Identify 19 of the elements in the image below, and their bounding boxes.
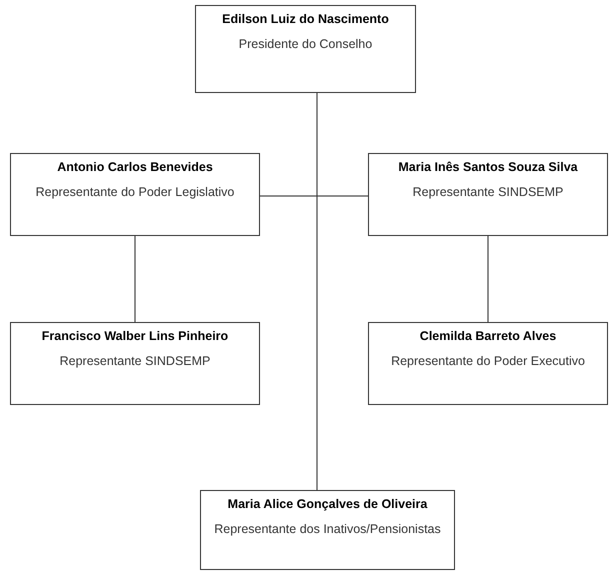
org-box (10, 153, 260, 236)
org-box (195, 5, 416, 93)
person-name: Antonio Carlos Benevides (56, 160, 214, 174)
person-name: Maria Alice Gonçalves de Oliveira (226, 497, 428, 511)
person-name: Clemilda Barreto Alves (418, 329, 558, 343)
org-box (368, 322, 608, 405)
org-box (10, 322, 260, 405)
role-text: Presidente do Conselho (238, 36, 374, 53)
role-text: Representante dos Inativos/Pensionistas (213, 521, 442, 538)
person-name: Edilson Luiz do Nascimento (221, 12, 390, 26)
role-text: Representante do Poder Legislativo (34, 184, 236, 201)
role-text: Representante do Poder Executivo (390, 353, 586, 370)
role-text: Representante SINDSEMP (58, 353, 212, 370)
role-text: Representante SINDSEMP (412, 184, 564, 201)
person-name: Francisco Walber Lins Pinheiro (40, 329, 230, 343)
person-name: Maria Inês Santos Souza Silva (397, 160, 579, 174)
org-box (368, 153, 608, 236)
connector-line (134, 236, 136, 322)
org-box (200, 490, 455, 570)
